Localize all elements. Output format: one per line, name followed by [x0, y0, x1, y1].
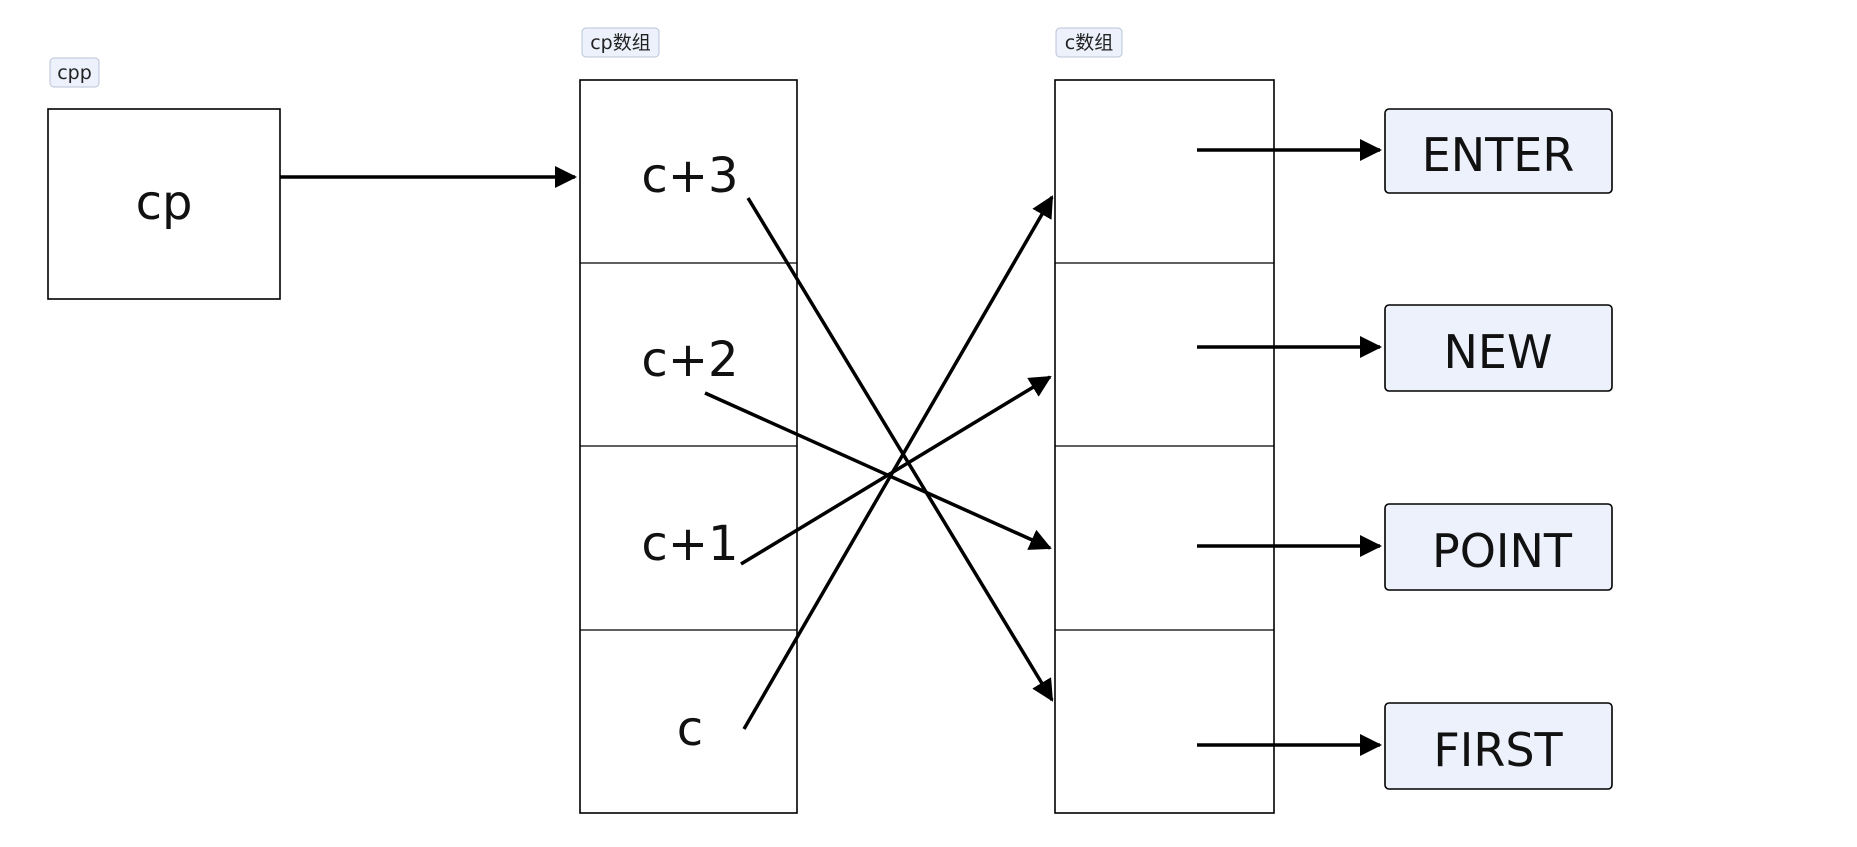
cp-cell-label: c+1 — [641, 516, 738, 572]
strings-group: ENTER NEW POINT FIRST — [1384, 108, 1613, 790]
string-box-point — [1384, 503, 1613, 591]
cpp-box — [47, 108, 281, 300]
string-box-enter — [1384, 108, 1613, 194]
string-label-point: POINT — [1432, 524, 1573, 578]
cp-array-tag-box — [581, 27, 660, 58]
string-label-first: FIRST — [1433, 723, 1563, 777]
cp-cell-label: c — [677, 701, 703, 757]
c-array-tag-box — [1055, 27, 1123, 58]
cpp-group: cpp cp — [47, 57, 281, 300]
arrows-group — [280, 139, 1382, 756]
cpp-value: cp — [136, 175, 193, 231]
arrow-c2-to-c-cell-2 — [704, 391, 1052, 550]
cp-array-group: cp数组 c+3 c+2 c+1 c — [579, 27, 798, 814]
cp-cell-label: c+2 — [641, 332, 738, 388]
arrow-c-to-c-cell-0 — [742, 195, 1054, 730]
cpp-tag-label: cpp — [57, 62, 92, 84]
cpp-tag-box — [49, 57, 100, 88]
string-label-new: NEW — [1444, 325, 1553, 379]
string-box-first — [1384, 702, 1613, 790]
cp-cell-label: c+3 — [641, 148, 738, 204]
cp-array-tag-label: cp数组 — [590, 32, 651, 54]
string-label-enter: ENTER — [1422, 128, 1575, 182]
c-array-group: c数组 — [1054, 27, 1275, 814]
arrow-c3-to-c-cell-3 — [746, 197, 1054, 702]
c-array-tag-label: c数组 — [1065, 32, 1113, 54]
string-box-new — [1384, 304, 1613, 392]
